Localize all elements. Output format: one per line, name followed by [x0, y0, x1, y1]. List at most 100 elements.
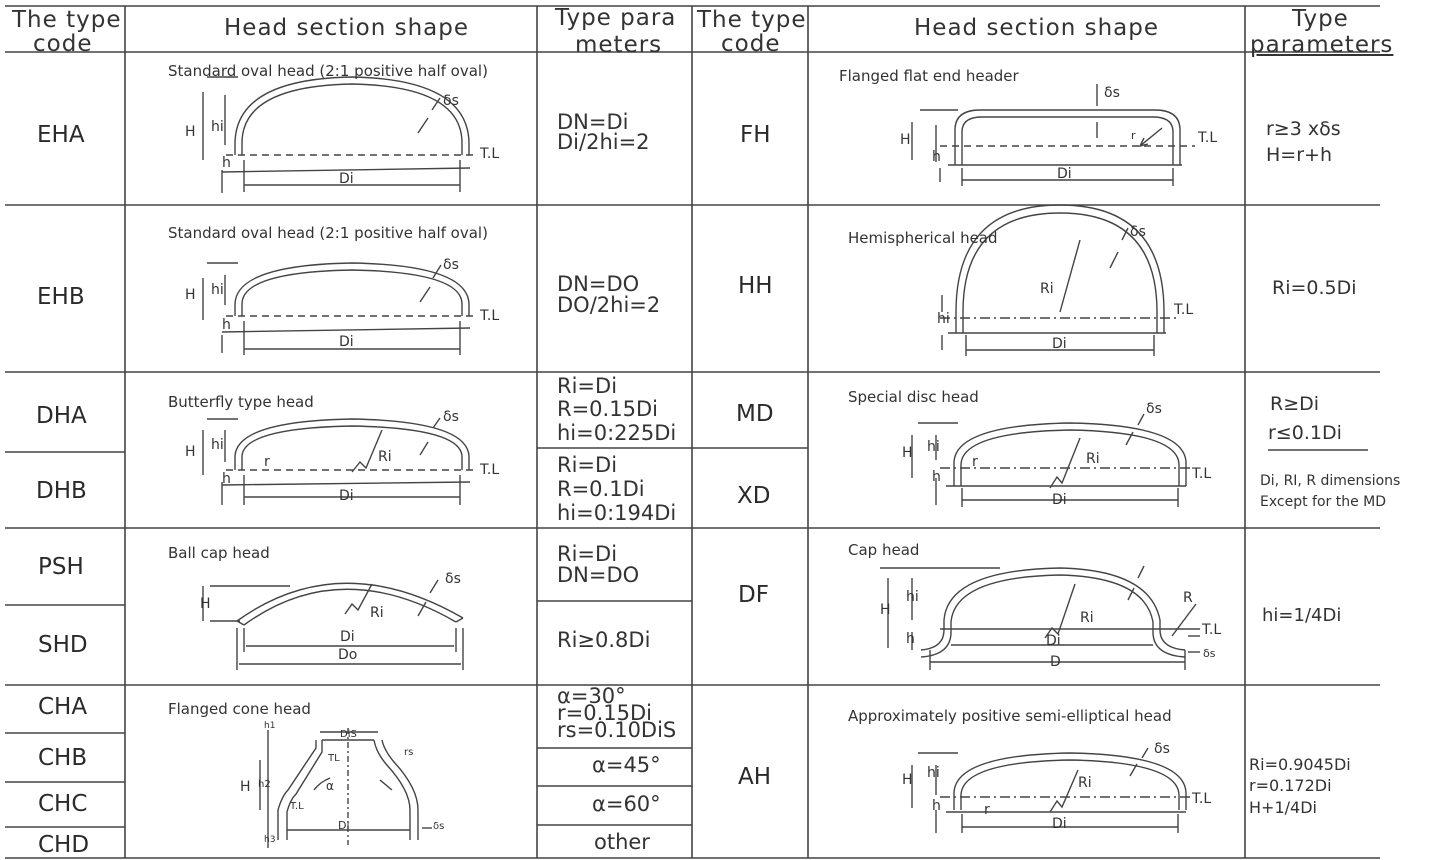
cap-head-drawing [880, 565, 1200, 670]
code-fh: FH [740, 122, 771, 148]
label-dh-r: r [264, 454, 270, 470]
label-fh-delta: δs [1104, 85, 1120, 101]
param-df: hi=1/4Di [1262, 605, 1342, 626]
param-md-2: r≤0.1Di [1268, 422, 1342, 444]
label-md-r: r [972, 454, 978, 470]
label-ah-Ri: Ri [1078, 775, 1092, 791]
param-ah-3: H+1/4Di [1249, 798, 1317, 817]
code-eha: EHA [37, 122, 85, 148]
label-md-TL: T.L [1192, 466, 1212, 482]
param-psh-2: DN=DO [557, 563, 640, 587]
label-hh-delta: δs [1130, 224, 1146, 240]
label-ehb-H: H [185, 287, 196, 303]
flanged-cone-head-drawing [259, 728, 432, 848]
label-ah-TL: T.L [1192, 791, 1212, 807]
butterfly-head-drawing [202, 417, 475, 505]
label-ch-h2: h2 [258, 779, 271, 790]
param-dha-2: R=0.15Di [557, 397, 658, 421]
label-md-Di: Di [1052, 492, 1067, 508]
label-ch-TL: TL [328, 753, 340, 764]
header-type-code-right-line2: code [721, 31, 781, 57]
label-df-Di: Di [1046, 633, 1061, 649]
label-md-hi: hi [927, 439, 940, 455]
param-dha-1: Ri=Di [557, 374, 618, 398]
label-ch-h1: h1 [264, 721, 276, 731]
header-type-code-right-line1: The type [697, 7, 807, 33]
label-fh-r: r [1131, 129, 1136, 142]
label-ps-delta: δs [445, 571, 461, 587]
code-md: MD [736, 401, 774, 427]
header-type-params-right-line1: Type [1292, 6, 1349, 32]
param-cha-1: α=30° [557, 684, 626, 708]
label-eha-Di: Di [339, 171, 354, 187]
param-dha-3: hi=0:225Di [557, 421, 677, 445]
ball-cap-head-drawing [202, 579, 464, 670]
label-ehb-hi: hi [211, 282, 224, 298]
label-fh-h: h [932, 149, 941, 165]
label-md-delta: δs [1146, 401, 1162, 417]
ehb-oval-head-drawing [202, 262, 475, 355]
param-eha-1: DN=Di [557, 110, 629, 134]
caption-cap-head: Cap head [848, 541, 920, 559]
label-fh-TL: T.L [1198, 130, 1218, 146]
header-head-section-shape: Head section shape [224, 15, 470, 41]
label-ah-delta: δs [1154, 741, 1170, 757]
label-eha-h: h [222, 155, 231, 171]
note-md-2: Except for the MD [1260, 494, 1387, 510]
param-ehb-1: DN=DO [557, 272, 640, 296]
code-chb: CHB [38, 745, 88, 771]
header-type-params-right-line2: parameters [1250, 32, 1394, 58]
header-type-code-line2: code [33, 31, 93, 57]
code-ah: AH [738, 764, 772, 790]
label-ah-hi: hi [927, 765, 940, 781]
label-hh-Ri: Ri [1040, 281, 1054, 297]
label-ch-DiS: DiS [340, 729, 357, 740]
label-ehb-h: h [222, 317, 231, 333]
label-ch-TL2: T.L [290, 801, 304, 812]
label-df-delta: δs [1203, 647, 1216, 660]
header-type-code-line1: The type [12, 7, 122, 33]
label-hh-hi: hi [937, 311, 950, 327]
label-dh-H: H [185, 444, 196, 460]
label-dh-delta: δs [443, 409, 459, 425]
label-ch-Di: Di [338, 819, 350, 832]
param-psh-1: Ri=Di [557, 542, 618, 566]
label-hh-Di: Di [1052, 336, 1067, 352]
label-df-hi: hi [906, 589, 919, 605]
caption-ehb: Standard oval head (2:1 positive half ov… [168, 224, 488, 242]
label-dh-hi: hi [211, 437, 224, 453]
flanged-flat-end-drawing [911, 84, 1195, 186]
label-md-H: H [902, 445, 913, 461]
label-eha-delta: δs [443, 93, 459, 109]
caption-eha: Standard oval head (2:1 positive half ov… [168, 62, 488, 80]
param-dhb-2: R=0.1Di [557, 477, 645, 501]
param-chb: α=45° [592, 753, 661, 777]
label-eha-TL: T.L [480, 146, 500, 162]
label-ps-Di: Di [340, 629, 355, 645]
param-dhb-1: Ri=Di [557, 453, 618, 477]
label-ah-Di: Di [1052, 816, 1067, 832]
code-chd: CHD [38, 832, 90, 858]
label-md-h: h [932, 469, 941, 485]
caption-ball-cap: Ball cap head [168, 544, 270, 562]
note-md-1: Di, RI, R dimensions [1260, 473, 1401, 489]
label-eha-H: H [185, 124, 196, 140]
code-chc: CHC [38, 791, 88, 817]
label-eha-hi: hi [211, 119, 224, 135]
hemispherical-head-drawing [940, 204, 1180, 356]
param-ehb-2: DO/2hi=2 [557, 293, 661, 317]
label-dh-Ri: Ri [378, 449, 392, 465]
code-dhb: DHB [36, 478, 87, 504]
param-eha-2: Di/2hi=2 [557, 130, 650, 154]
label-ehb-delta: δs [443, 257, 459, 273]
param-dhb-3: hi=0:194Di [557, 501, 677, 525]
param-ah-2: r=0.172Di [1249, 776, 1332, 795]
label-fh-H: H [900, 132, 911, 148]
code-xd: XD [737, 483, 771, 509]
label-hh-TL: T.L [1174, 302, 1194, 318]
caption-special-disc: Special disc head [848, 388, 979, 406]
caption-semi-elliptical: Approximately positive semi-elliptical h… [848, 707, 1172, 725]
header-type-params-line2: meters [575, 32, 663, 58]
param-hh: Ri=0.5Di [1272, 277, 1357, 299]
